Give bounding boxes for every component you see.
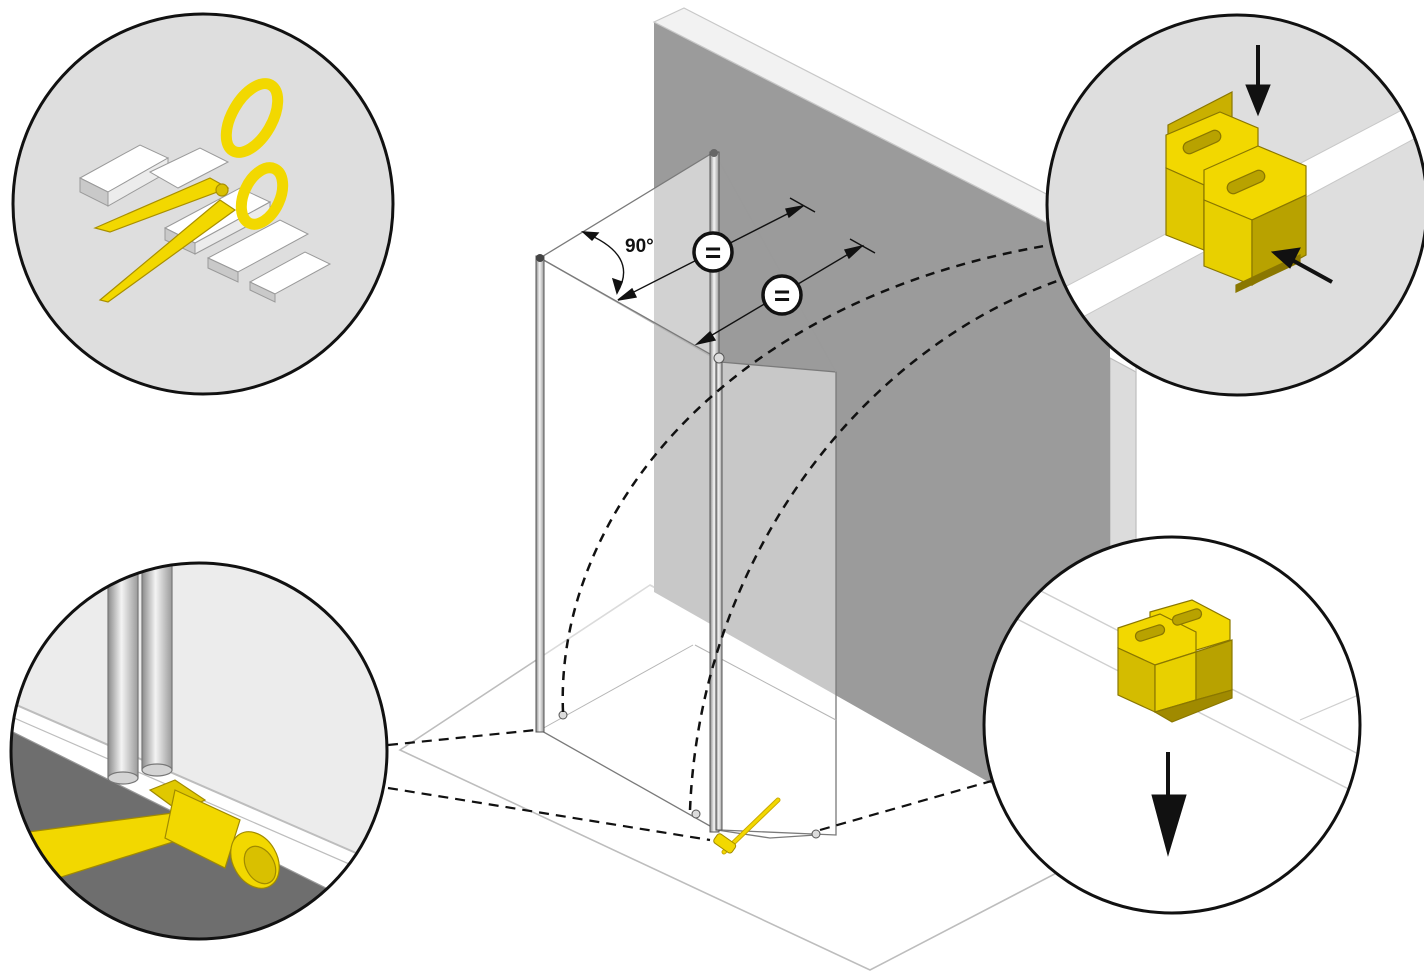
scissors-icon xyxy=(93,78,289,303)
pull-down-arrow-icon xyxy=(1151,752,1187,857)
clip-part-removed xyxy=(1117,599,1233,723)
equal-mark-1: = xyxy=(692,231,734,273)
dimension-lines xyxy=(581,197,876,346)
callout-bottom-left xyxy=(9,561,389,941)
floor-mallet-icon xyxy=(713,797,781,855)
post-bottom xyxy=(107,563,173,785)
equal-mark-2: = xyxy=(761,274,803,316)
push-down-arrow-icon xyxy=(1245,45,1271,117)
floor-anchor-points xyxy=(558,710,821,839)
swing-arcs xyxy=(561,243,1061,811)
callout-top-right xyxy=(1045,13,1424,397)
callout-bottom-right xyxy=(982,535,1362,915)
callout-leaders xyxy=(387,728,996,842)
push-in-arrow-icon xyxy=(1270,247,1333,284)
angle-label: 90° xyxy=(625,236,654,257)
glass-panels xyxy=(538,150,837,839)
vertical-posts xyxy=(535,149,725,833)
callout-top-left xyxy=(11,12,395,396)
spacer-blocks xyxy=(78,144,332,303)
equal-mark-2-text: = xyxy=(774,280,790,311)
equal-mark-1-text: = xyxy=(705,237,721,268)
clip-part xyxy=(1165,91,1307,293)
